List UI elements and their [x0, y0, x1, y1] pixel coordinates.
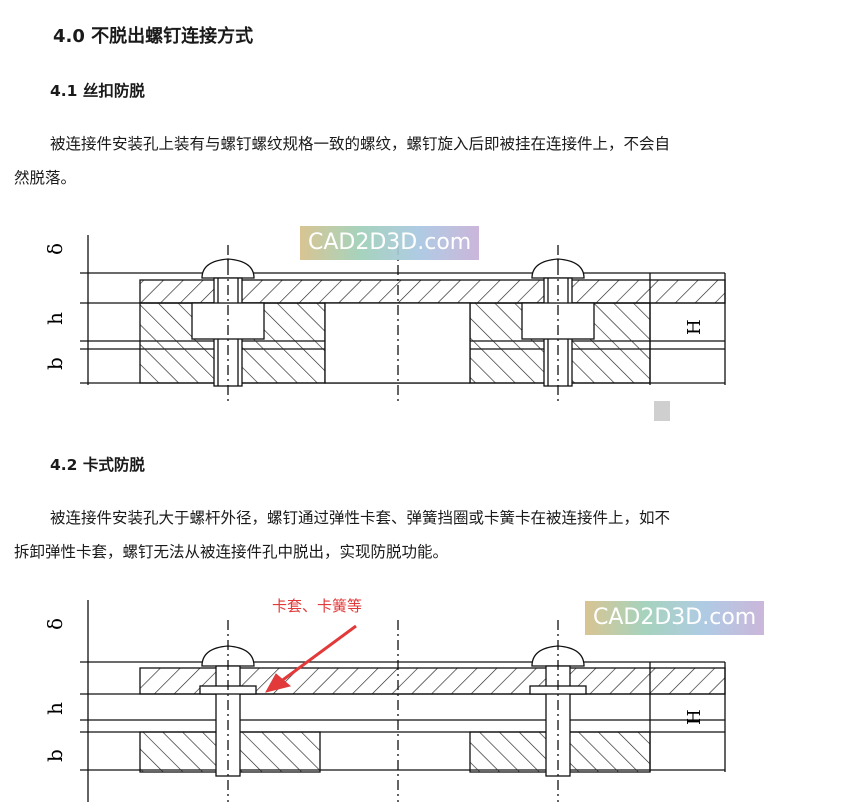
paragraph-line: 然脱落。	[14, 169, 77, 187]
dim-label-delta: δ	[43, 618, 67, 630]
callout-arrow	[265, 624, 357, 693]
subheading-4-2: 4.2 卡式防脱	[50, 456, 145, 474]
dim-label-h: h	[43, 702, 67, 715]
watermark: CAD2D3D.com	[300, 226, 480, 260]
dim-label-h: h	[43, 312, 67, 325]
callout-label: 卡套、卡簧等	[272, 597, 363, 615]
figure-clip-retention: δ h b H	[43, 600, 726, 802]
dim-label-H: H	[684, 319, 705, 335]
dim-label-b: b	[43, 357, 67, 370]
paragraph-line: 拆卸弹性卡套，螺钉无法从被连接件孔中脱出，实现防脱功能。	[14, 543, 449, 561]
dim-label-H: H	[684, 709, 705, 725]
dim-label-b: b	[43, 749, 67, 762]
gray-square-mark	[654, 401, 670, 421]
section-heading-4-0: 4.0 不脱出螺钉连接方式	[53, 26, 254, 47]
paragraph-4-2: 被连接件安装孔大于螺杆外径，螺钉通过弹性卡套、弹簧挡圈或卡簧卡在被连接件上，如不…	[14, 501, 844, 569]
paragraph-line: 被连接件安装孔大于螺杆外径，螺钉通过弹性卡套、弹簧挡圈或卡簧卡在被连接件上，如不	[50, 509, 671, 527]
subheading-4-1: 4.1 丝扣防脱	[50, 82, 145, 100]
figure-thread-retention: δ h b H	[43, 235, 726, 405]
watermark: CAD2D3D.com	[585, 601, 765, 635]
dim-label-delta: δ	[43, 243, 67, 255]
paragraph-4-1: 被连接件安装孔上装有与螺钉螺纹规格一致的螺纹，螺钉旋入后即被挂在连接件上，不会自…	[14, 127, 844, 195]
paragraph-line: 被连接件安装孔上装有与螺钉螺纹规格一致的螺纹，螺钉旋入后即被挂在连接件上，不会自	[50, 135, 671, 153]
